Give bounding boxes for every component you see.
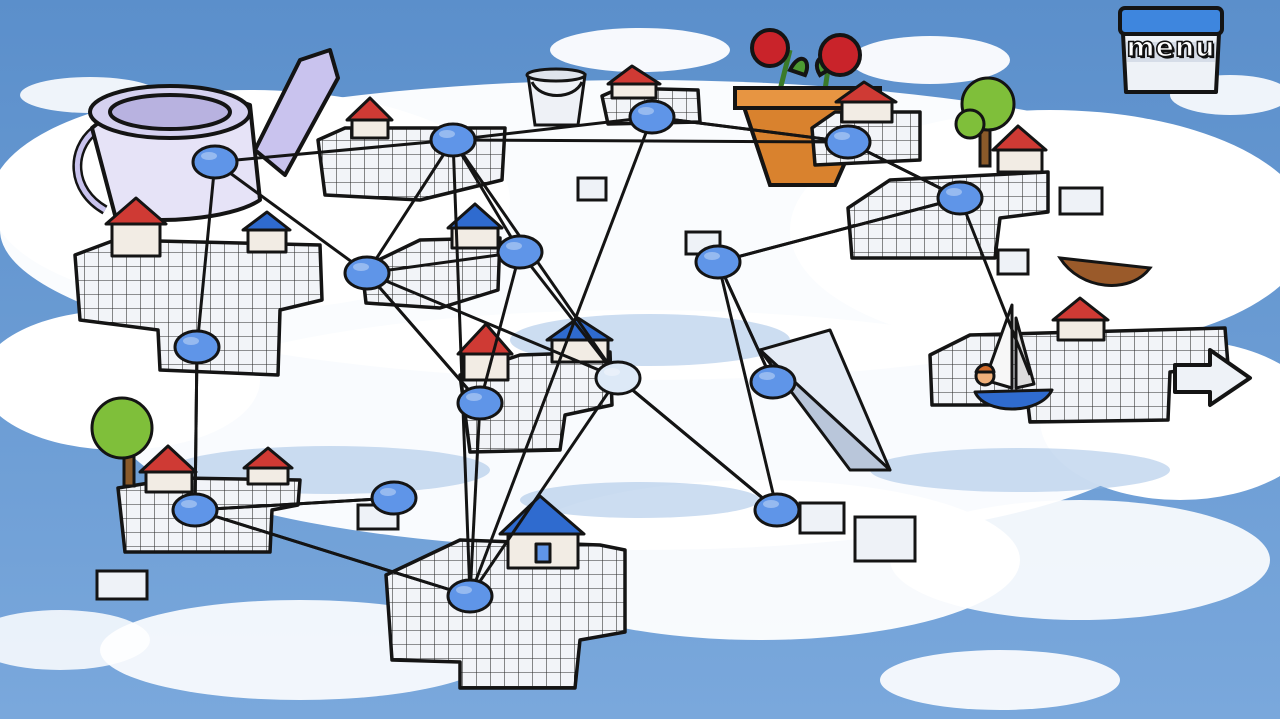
map-path [194, 496, 395, 512]
house-red [345, 96, 394, 140]
level-nodes [171, 99, 984, 614]
level-node[interactable] [753, 492, 801, 528]
houses [104, 64, 1110, 570]
house-red [991, 124, 1048, 174]
level-node[interactable] [936, 180, 984, 216]
house-red [242, 446, 294, 486]
level-node-current[interactable] [594, 360, 642, 396]
tree [954, 76, 1016, 168]
node-highlight [439, 130, 455, 138]
map-path [193, 346, 199, 511]
map-path [451, 139, 472, 597]
level-node[interactable] [429, 122, 477, 158]
map-path [195, 161, 217, 348]
house-blue-large [498, 494, 586, 570]
map-path [717, 196, 961, 264]
map-path [716, 261, 779, 511]
exit-arrow-icon[interactable] [1173, 348, 1252, 407]
map-paths [193, 115, 1032, 598]
node-highlight [380, 488, 396, 496]
node-highlight [763, 500, 779, 508]
house-red [1051, 296, 1110, 342]
map-path [451, 139, 522, 253]
map-path [366, 250, 521, 275]
level-node[interactable] [446, 578, 494, 614]
floating-cubes [95, 176, 1104, 601]
level-node[interactable] [694, 244, 742, 280]
node-highlight [604, 368, 620, 376]
map-path [366, 271, 619, 380]
map-path [468, 116, 654, 597]
map-path [651, 115, 849, 144]
map-path [365, 139, 455, 274]
house-red [834, 80, 898, 124]
map-path [452, 138, 849, 144]
house-red [138, 444, 198, 494]
map-path [716, 261, 775, 383]
house-red [606, 64, 662, 100]
level-node[interactable] [824, 124, 872, 160]
level-node[interactable] [343, 255, 391, 291]
level-node[interactable] [456, 385, 504, 421]
node-highlight [638, 107, 654, 115]
node-highlight [466, 393, 482, 401]
house-blue [241, 210, 292, 254]
tree [90, 396, 154, 488]
node-highlight [834, 132, 850, 140]
map-path [214, 138, 454, 164]
menu-button[interactable]: menu [1112, 2, 1230, 96]
map-path [194, 508, 471, 598]
map-path [214, 160, 368, 275]
level-node[interactable] [628, 99, 676, 135]
paint-bucket-icon [1118, 6, 1224, 94]
node-highlight [353, 263, 369, 271]
node-highlight [506, 242, 522, 250]
level-node[interactable] [749, 364, 797, 400]
node-highlight [181, 500, 197, 508]
trees [90, 76, 1016, 488]
node-highlight [456, 586, 472, 594]
watering-can-decoration [72, 48, 340, 222]
map-path [468, 402, 482, 597]
map-path [468, 377, 620, 597]
rowboat-decoration [1057, 256, 1153, 287]
node-highlight [704, 252, 720, 260]
map-path [452, 115, 653, 142]
map-path [958, 197, 1032, 376]
node-highlight [201, 152, 217, 160]
node-highlight [183, 337, 199, 345]
house-blue [446, 202, 504, 250]
level-node[interactable] [191, 144, 239, 180]
node-highlight [759, 372, 775, 380]
node-highlight [946, 188, 962, 196]
bucket-decoration [525, 67, 587, 127]
house-red [104, 196, 168, 258]
level-node[interactable] [171, 492, 219, 528]
level-node[interactable] [496, 234, 544, 270]
level-node[interactable] [173, 329, 221, 365]
map-path [365, 272, 482, 404]
level-node[interactable] [370, 480, 418, 516]
map-path [518, 251, 620, 379]
map-path [617, 376, 778, 512]
